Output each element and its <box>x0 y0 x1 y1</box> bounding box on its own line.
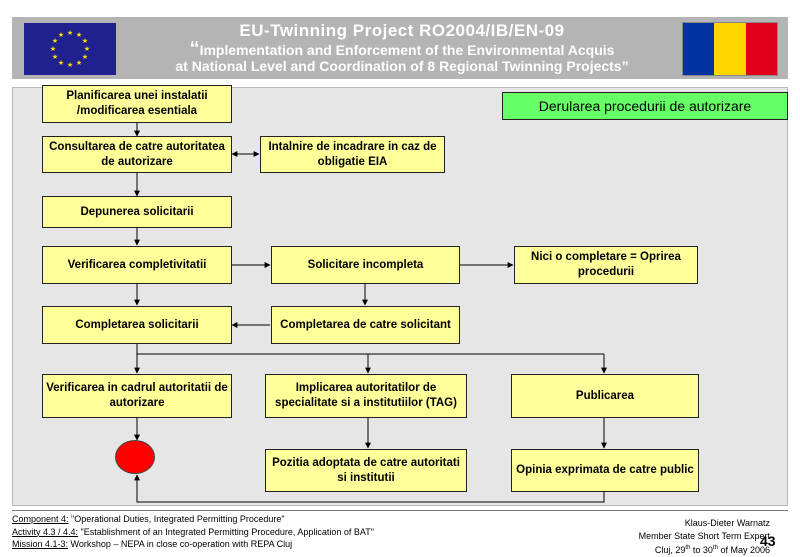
process-title-tag: Derularea procedurii de autorizare <box>502 92 788 120</box>
svg-text:★: ★ <box>50 45 56 53</box>
subtitle-line1: Implementation and Enforcement of the En… <box>199 42 615 58</box>
svg-text:★: ★ <box>67 61 73 69</box>
svg-text:★: ★ <box>52 37 58 45</box>
header-banner: ★★★ ★★★ ★★★ ★★★ EU-Twinning Project RO20… <box>12 17 788 79</box>
box-implicarea: Implicarea autoritatilor de specialitate… <box>265 374 467 418</box>
component-label: Component 4: <box>12 514 69 524</box>
project-title: EU-Twinning Project RO2004/IB/EN-09 <box>239 21 565 40</box>
box-verificarea-cadrul: Verificarea in cadrul autoritatii de aut… <box>42 374 232 418</box>
subtitle-line2: at National Level and Coordination of 8 … <box>175 58 629 74</box>
box-depunerea: Depunerea solicitarii <box>42 196 232 228</box>
svg-text:★: ★ <box>82 37 88 45</box>
box-verificarea-completivitatii: Verificarea completivitatii <box>42 246 232 284</box>
author-role: Member State Short Term Expert <box>638 530 770 541</box>
box-solicitare-incompleta: Solicitare incompleta <box>271 246 460 284</box>
svg-text:★: ★ <box>52 53 58 61</box>
date-line: Cluj, 29th to 30th of May 2006 <box>654 545 770 555</box>
box-opinia: Opinia exprimata de catre public <box>511 449 699 492</box>
subtitle-quote: “ <box>189 38 200 60</box>
svg-text:★: ★ <box>58 59 64 67</box>
author-name: Klaus-Dieter Warnatz <box>684 518 770 528</box>
footer-right: Klaus-Dieter Warnatz Member State Short … <box>560 517 770 557</box>
box-intalnire: Intalnire de incadrare in caz de obligat… <box>260 136 445 173</box>
svg-text:★: ★ <box>84 45 90 53</box>
page-number: 43 <box>760 533 776 549</box>
svg-text:★: ★ <box>67 29 73 37</box>
svg-text:★: ★ <box>58 31 64 39</box>
box-pozitia: Pozitia adoptata de catre autoritati si … <box>265 449 467 492</box>
box-planificarea: Planificarea unei instalatii /modificare… <box>42 85 232 123</box>
box-nici-o-completare: Nici o completare = Oprirea procedurii <box>514 246 698 284</box>
component-text: "Operational Duties, Integrated Permitti… <box>68 514 285 524</box>
mission-label: Mission 4.1-3: <box>12 539 69 549</box>
eu-flag-icon: ★★★ ★★★ ★★★ ★★★ <box>24 23 116 75</box>
box-consultarea: Consultarea de catre autoritatea de auto… <box>42 136 232 173</box>
svg-text:★: ★ <box>76 31 82 39</box>
project-subtitle: “Implementation and Enforcement of the E… <box>132 38 672 74</box>
romania-flag-icon <box>682 22 778 76</box>
activity-text: "Establishment of an Integrated Permitti… <box>78 526 374 537</box>
box-completarea-solicitarii: Completarea solicitarii <box>42 306 232 344</box>
activity-label: Activity 4.3 / 4.4: <box>12 526 79 537</box>
svg-text:★: ★ <box>82 53 88 61</box>
red-decision-circle-icon <box>115 440 155 474</box>
box-completarea-de-catre: Completarea de catre solicitant <box>271 306 460 344</box>
footer-divider <box>12 510 788 511</box>
footer-left: Component 4: "Operational Duties, Integr… <box>12 513 374 551</box>
mission-text: Workshop – NEPA in close co-operation wi… <box>68 539 293 549</box>
svg-text:★: ★ <box>76 59 82 67</box>
box-publicarea: Publicarea <box>511 374 699 418</box>
